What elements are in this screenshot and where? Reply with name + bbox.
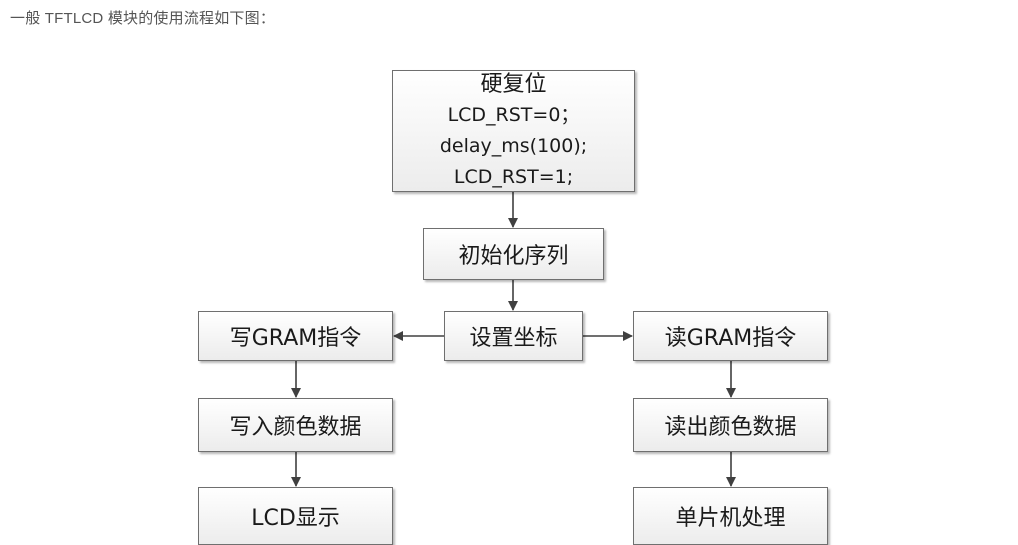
- set-coordinates-label: 设置坐标: [469, 326, 558, 351]
- reset-line-3: LCD_RST=1;: [453, 165, 574, 188]
- write-color-data-label: 写入颜色数据: [229, 415, 362, 440]
- lcd-display-box: LCD显示: [198, 487, 393, 545]
- read-gram-cmd-label: 读GRAM指令: [664, 326, 797, 351]
- init-sequence-box: 初始化序列: [423, 228, 604, 280]
- read-color-data-label: 读出颜色数据: [664, 415, 797, 440]
- read-color-data-box: 读出颜色数据: [633, 398, 828, 452]
- reset-line-1: LCD_RST=0；: [447, 103, 580, 126]
- set-coordinates-box: 设置坐标: [444, 311, 583, 361]
- write-gram-cmd-box: 写GRAM指令: [198, 311, 393, 361]
- write-color-data-box: 写入颜色数据: [198, 398, 393, 452]
- mcu-process-box: 单片机处理: [633, 487, 828, 545]
- init-sequence-label: 初始化序列: [458, 244, 569, 269]
- hard-reset-title: 硬复位: [480, 71, 547, 97]
- lcd-display-label: LCD显示: [251, 506, 340, 531]
- write-gram-cmd-label: 写GRAM指令: [229, 326, 362, 351]
- intro-caption: 一般 TFTLCD 模块的使用流程如下图：: [10, 10, 276, 27]
- mcu-process-label: 单片机处理: [675, 506, 786, 531]
- read-gram-cmd-box: 读GRAM指令: [633, 311, 828, 361]
- hard-reset-box: 硬复位 LCD_RST=0； delay_ms(100); LCD_RST=1;: [392, 70, 635, 192]
- reset-line-2: delay_ms(100);: [439, 134, 588, 157]
